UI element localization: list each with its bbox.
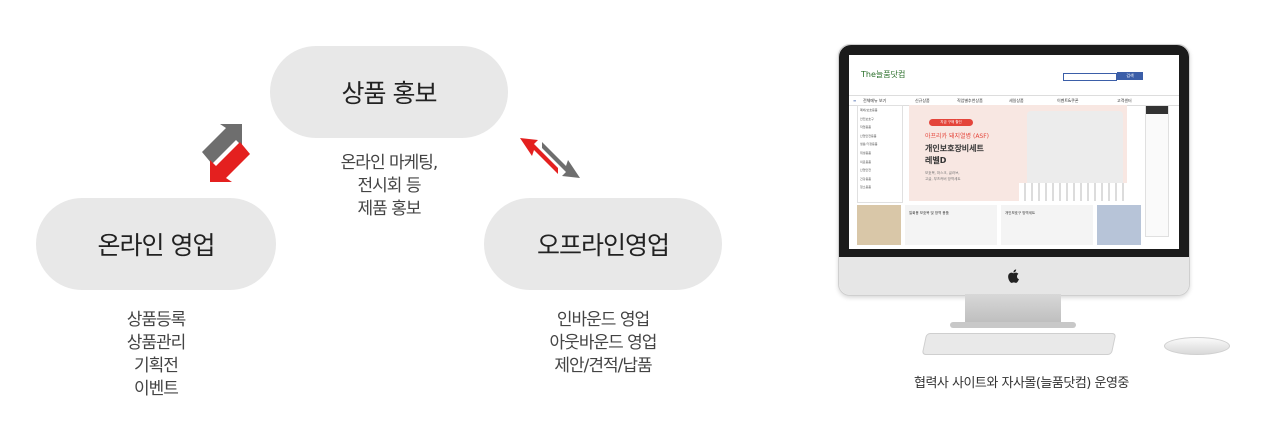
monitor-stand-base	[950, 322, 1076, 328]
sidebar-item[interactable]: 작업용품	[860, 125, 872, 130]
banner-fence	[1019, 183, 1127, 201]
keyboard	[921, 333, 1117, 355]
banner-title-2: 개인보호장비세트	[925, 144, 984, 153]
arrow-up-right-icon	[202, 124, 242, 164]
desc-product-promo: 온라인 마케팅, 전시회 등 제품 홍보	[309, 152, 469, 221]
product-row: 일회용 보호복 및 방역 용품 개인보호구 방역세트	[857, 205, 1141, 245]
search-button[interactable]: 검색	[1117, 72, 1143, 80]
promo-card-1[interactable]: 일회용 보호복 및 방역 용품	[905, 205, 997, 245]
sidebar-item[interactable]: 의료용품	[860, 159, 872, 164]
nav-item[interactable]: 전체메뉴 보기	[863, 98, 887, 103]
left-arrows	[202, 124, 250, 182]
promo-card-text: 일회용 보호복 및 방역 용품	[909, 211, 949, 215]
banner-tag: 지금 구매 할인	[929, 119, 973, 126]
sidebar-item[interactable]: 산업안전용품	[860, 133, 877, 138]
arrow-down-left-icon	[210, 142, 250, 182]
product-image[interactable]	[857, 205, 901, 245]
monitor-stand	[965, 294, 1061, 324]
right-arrows	[520, 138, 580, 178]
sidebar-item[interactable]: 건강용품	[860, 176, 872, 181]
desc-line: 전시회 등	[357, 176, 422, 196]
banner-tag-label: 지금 구매 할인	[940, 120, 962, 124]
node-label: 온라인 영업	[97, 231, 216, 260]
site-sidebar: 폐쇄/보호용품 안전보호구 작업용품 산업안전용품 생활/가정용품 위생용품 의…	[857, 105, 903, 203]
promo-card-text: 개인보호구 방역세트	[1005, 211, 1036, 215]
nav-item[interactable]: 직업별추천상품	[957, 98, 983, 103]
search-button-label: 검색	[1126, 73, 1134, 78]
sidebar-item[interactable]: 생활/가정용품	[860, 142, 878, 147]
desc-line: 아웃바운드 영업	[549, 333, 658, 353]
banner-title-3: 레벨D	[925, 156, 947, 165]
desc-online-sales: 상품등록 상품관리 기획전 이벤트	[76, 309, 236, 401]
promo-card-2[interactable]: 개인보호구 방역세트	[1001, 205, 1093, 245]
banner-illustration	[1027, 111, 1123, 197]
nav-item[interactable]: 세일상품	[1009, 98, 1024, 103]
sidebar-item[interactable]: 청소용품	[860, 185, 872, 190]
monitor-caption: 협력사 사이트와 자사몰(늘품닷컴) 운영중	[914, 376, 1129, 391]
desc-line: 제품 홍보	[357, 199, 422, 219]
desc-line: 인바운드 영업	[556, 310, 650, 330]
site-logo: The늘품닷컴	[861, 70, 906, 79]
monitor-chin	[839, 257, 1189, 295]
nav-item[interactable]: 이벤트&쿠폰	[1057, 98, 1079, 103]
main-banner[interactable]: 지금 구매 할인 아프리카 돼지열병 (ASF) 개인보호장비세트 레벨D 보호…	[909, 105, 1127, 201]
banner-title-1: 아프리카 돼지열병 (ASF)	[925, 133, 990, 140]
desc-line: 기획전	[134, 356, 179, 376]
imac-monitor: The늘품닷컴 검색 ≡ 전체메뉴 보기 신규상품 직업별추천상품 세일상품 이…	[838, 44, 1190, 296]
sidebar-item[interactable]: 위생용품	[860, 150, 872, 155]
desc-line: 제안/견적/납품	[554, 356, 652, 376]
desc-offline-sales: 인바운드 영업 아웃바운드 영업 제안/견적/납품	[523, 309, 683, 378]
product-image[interactable]	[1097, 205, 1141, 245]
sidebar-item[interactable]: 안전보호구	[860, 116, 874, 121]
node-product-promo: 상품 홍보	[270, 46, 508, 138]
node-online-sales: 온라인 영업	[36, 198, 276, 290]
right-quick-panel	[1145, 105, 1169, 237]
desc-line: 상품등록	[126, 310, 187, 330]
nav-item[interactable]: 신규상품	[915, 98, 930, 103]
desc-line: 이벤트	[134, 379, 179, 399]
banner-sub-2: 고글, 부츠커버 방역세트	[925, 177, 961, 181]
node-label: 상품 홍보	[341, 79, 438, 108]
monitor-bezel: The늘품닷컴 검색 ≡ 전체메뉴 보기 신규상품 직업별추천상품 세일상품 이…	[839, 45, 1189, 257]
apple-logo-icon	[1008, 269, 1019, 283]
desc-line: 상품관리	[126, 333, 187, 353]
search-input[interactable]	[1063, 73, 1117, 81]
desc-line: 온라인 마케팅,	[340, 153, 439, 173]
nav-menu-icon[interactable]: ≡	[853, 98, 857, 103]
site-header: The늘품닷컴 검색	[849, 55, 1179, 95]
sidebar-item[interactable]: 폐쇄/보호용품	[860, 108, 878, 112]
node-label: 오프라인영업	[536, 231, 670, 260]
quick-panel-header	[1146, 106, 1168, 114]
banner-sub-1: 보호복, 마스크, 글러브,	[925, 171, 960, 175]
arrow-down-right-icon	[542, 142, 580, 178]
arrow-up-left-icon	[520, 138, 558, 174]
nav-item[interactable]: 고객센터	[1117, 98, 1132, 103]
magic-mouse	[1164, 337, 1230, 355]
website-screen: The늘품닷컴 검색 ≡ 전체메뉴 보기 신규상품 직업별추천상품 세일상품 이…	[849, 55, 1179, 249]
sidebar-item[interactable]: 산업안전	[860, 168, 872, 173]
node-offline-sales: 오프라인영업	[484, 198, 722, 290]
